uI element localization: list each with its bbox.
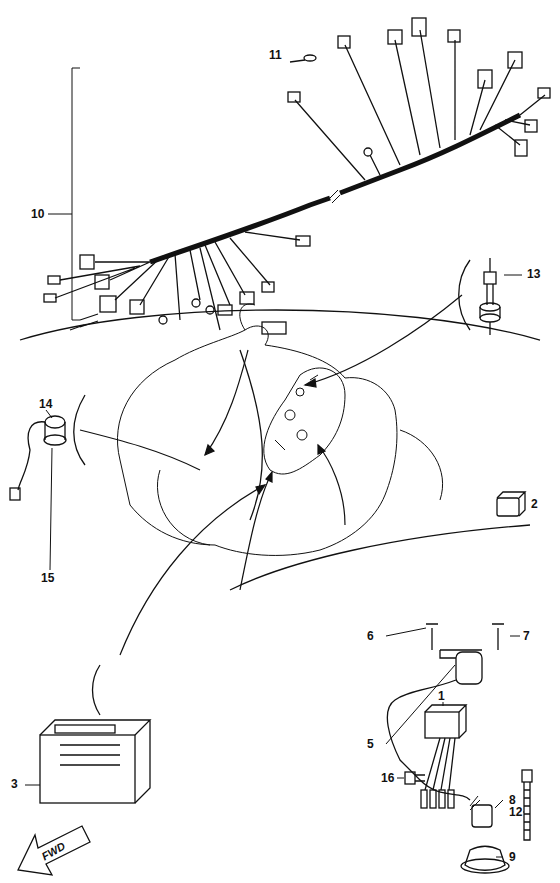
igniter-part bbox=[397, 700, 466, 808]
callout-number: 9 bbox=[508, 851, 517, 863]
callout-number: 15 bbox=[40, 572, 55, 584]
callout-number: 5 bbox=[366, 738, 375, 750]
callout-number: 2 bbox=[530, 498, 539, 510]
relay-part bbox=[497, 492, 525, 516]
callout-number: 12 bbox=[508, 806, 523, 818]
callout-number: 13 bbox=[526, 268, 541, 280]
forward-arrow bbox=[18, 826, 90, 875]
cable-tie bbox=[520, 770, 532, 840]
callout-number: 1 bbox=[437, 690, 446, 702]
callout-number: 11 bbox=[268, 49, 283, 61]
callout-arrows bbox=[80, 295, 462, 655]
callout-number: 8 bbox=[508, 794, 517, 806]
switch-part bbox=[480, 258, 522, 335]
callout-number: 14 bbox=[38, 398, 53, 410]
motorcycle-outline bbox=[117, 304, 442, 555]
battery-part bbox=[25, 720, 150, 803]
callout-number: 6 bbox=[366, 630, 375, 642]
callout-number: 10 bbox=[30, 208, 45, 220]
callout-number: 3 bbox=[10, 778, 19, 790]
wire-harness bbox=[44, 18, 550, 334]
callout-number: 16 bbox=[380, 772, 395, 784]
ignition-coil-part bbox=[386, 624, 520, 873]
buzzer-part bbox=[10, 410, 66, 570]
callout-number: 7 bbox=[522, 630, 531, 642]
